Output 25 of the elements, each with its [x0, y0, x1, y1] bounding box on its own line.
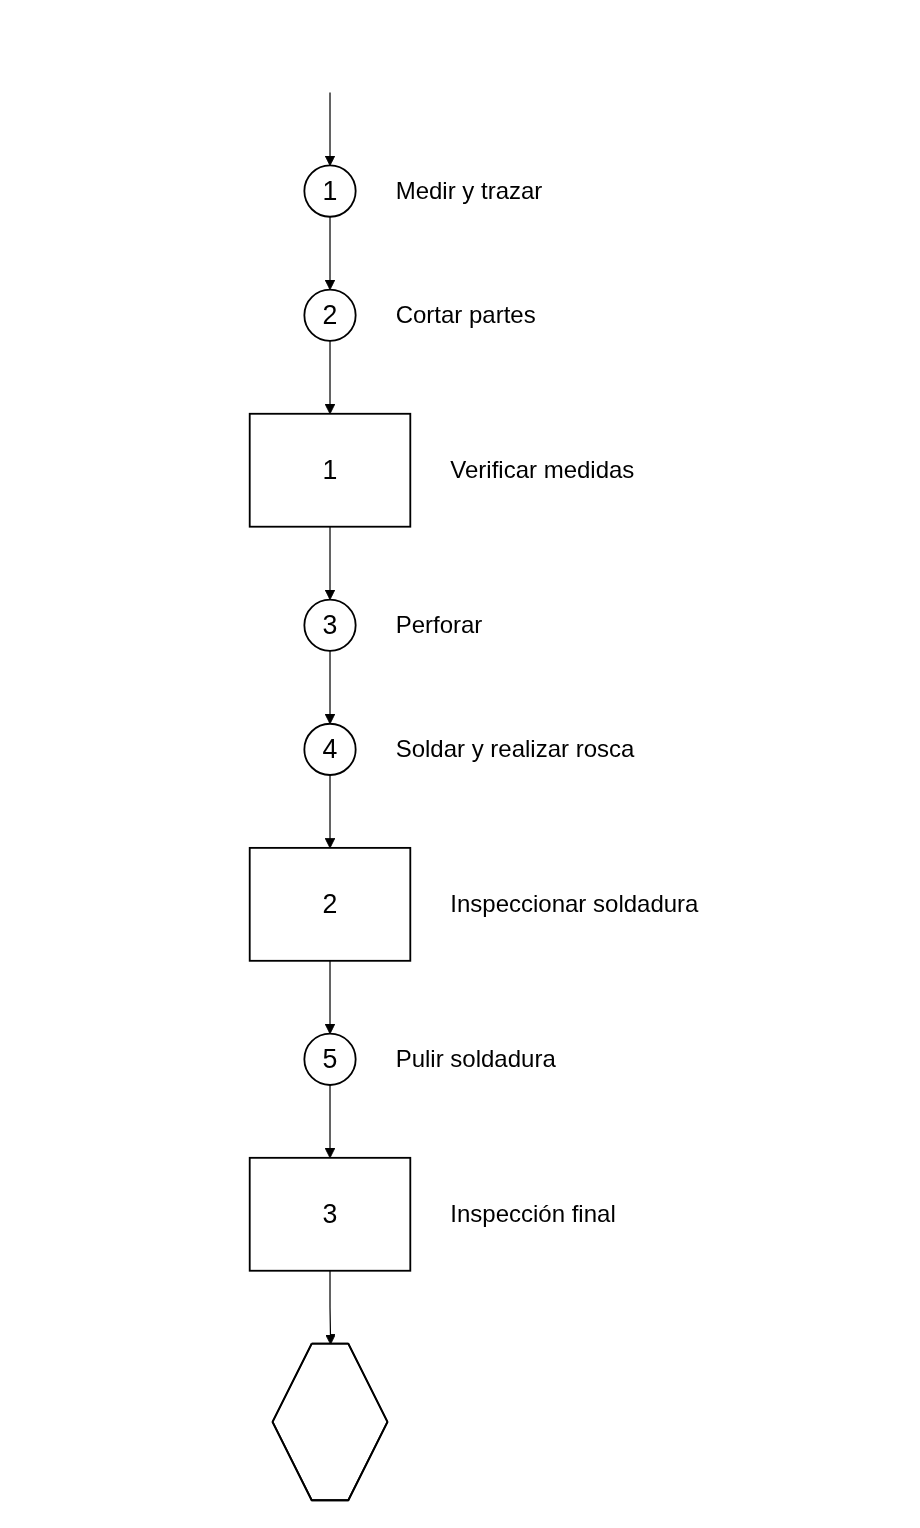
- node-box: 3: [248, 1156, 412, 1272]
- node-box: 1: [248, 412, 412, 528]
- arrow: [324, 216, 336, 291]
- arrow: [324, 960, 336, 1035]
- node-circle: 3: [303, 598, 357, 652]
- arrow: [324, 1084, 336, 1159]
- step-description: Pulir soldadura: [395, 1045, 556, 1074]
- step-description: Cortar partes: [395, 301, 536, 330]
- step-description: Perforar: [395, 611, 483, 640]
- step-description: Medir y trazar: [395, 177, 543, 206]
- arrow: [324, 340, 336, 415]
- step-description: Inspeccionar soldadura: [450, 890, 699, 919]
- arrow: [324, 650, 336, 725]
- arrow: [325, 1270, 336, 1345]
- node-circle: 4: [303, 722, 357, 776]
- node-circle: 5: [303, 1032, 357, 1086]
- arrow: [324, 774, 336, 849]
- arrow: [324, 526, 336, 601]
- node-box: 2: [248, 846, 412, 962]
- step-description: Soldar y realizar rosca: [395, 735, 635, 764]
- node-circle: 1: [303, 164, 357, 218]
- step-description: Verificar medidas: [450, 456, 635, 485]
- arrow: [324, 92, 336, 166]
- node-circle: 2: [303, 288, 357, 342]
- step-description: Inspección final: [450, 1200, 616, 1229]
